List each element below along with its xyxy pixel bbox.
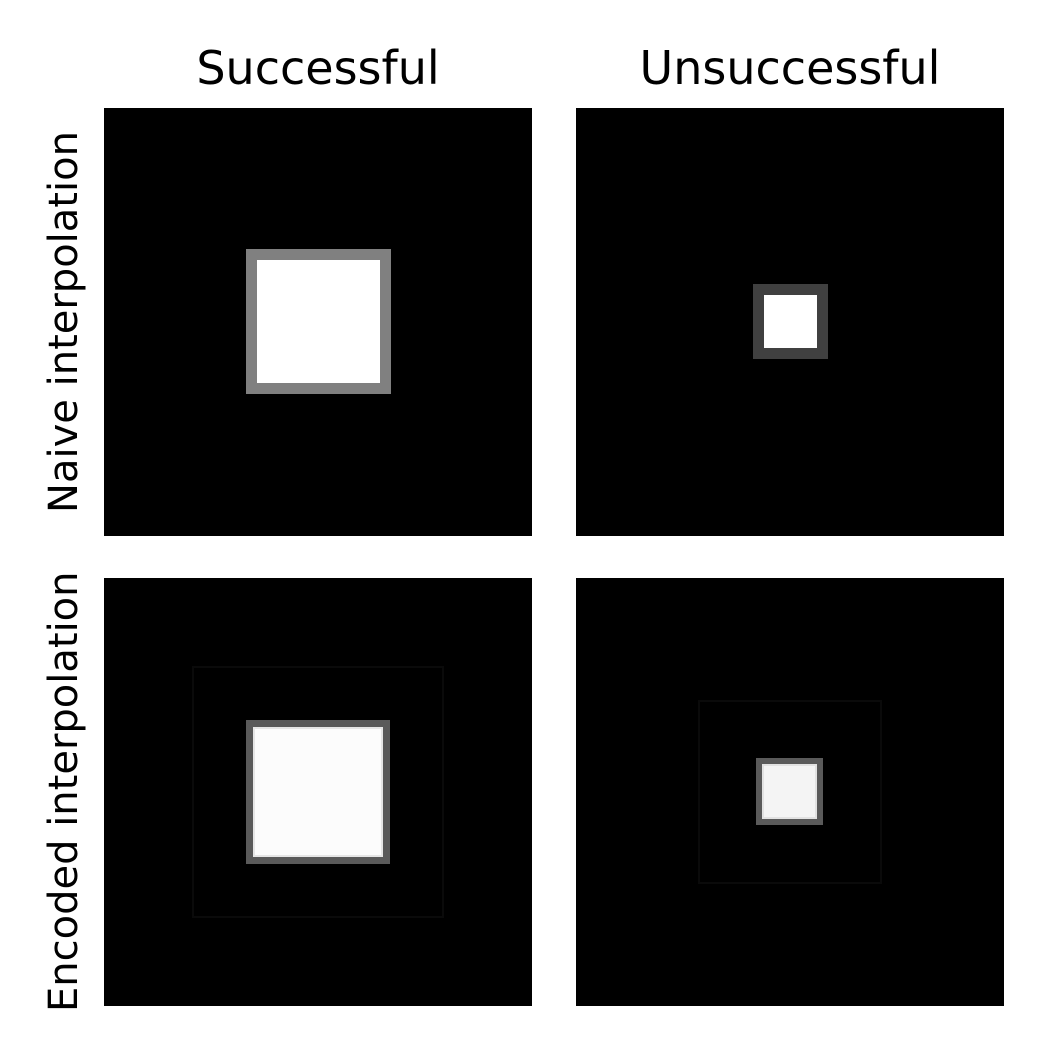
row-title-naive-interpolation: Naive interpolation — [41, 131, 87, 513]
white-square — [246, 249, 391, 394]
faint-halo-square — [698, 700, 882, 884]
faint-halo-square — [192, 666, 444, 918]
panel-encoded-successful — [104, 578, 532, 1006]
white-square — [756, 758, 823, 825]
panel-encoded-unsuccessful — [576, 578, 1004, 1006]
row-title-encoded-interpolation: Encoded interpolation — [41, 571, 87, 1012]
white-square — [246, 720, 390, 864]
white-square — [753, 284, 828, 359]
column-title-unsuccessful: Unsuccessful — [639, 41, 941, 95]
column-title-successful: Successful — [196, 41, 440, 95]
panel-naive-unsuccessful — [576, 108, 1004, 536]
panel-naive-successful — [104, 108, 532, 536]
